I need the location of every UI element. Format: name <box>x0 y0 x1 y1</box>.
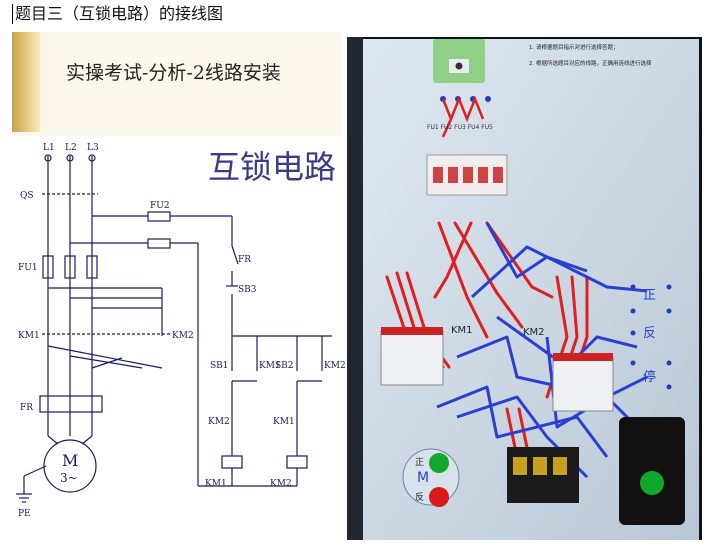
contactor-km1 <box>380 330 444 386</box>
motor-label: M <box>417 470 429 486</box>
schematic-slide: 实操考试-分析-2线路安装 互锁电路 <box>12 32 346 540</box>
forward-lamp <box>429 453 449 473</box>
fuse-labels: FU1 FU2 FU3 FU4 FU5 <box>427 124 493 131</box>
panel-label-reverse: 反 <box>643 326 656 341</box>
label-km2-hold: KM2 <box>324 361 346 371</box>
label-motor-m: M <box>62 451 78 470</box>
lamp-label-reverse: 反 <box>415 492 424 503</box>
slide-decor-band <box>12 32 40 132</box>
label-sb1: SB1 <box>210 361 229 371</box>
slide-title: 实操考试-分析-2线路安装 <box>66 62 281 84</box>
label-sb2: SB2 <box>275 361 294 371</box>
label-km1-coil: KM1 <box>205 479 227 489</box>
label-l1: L1 <box>43 143 55 153</box>
training-board-photo: 1. 请根据题目指示对进行选择答题； 2. 根据所选题目对应的线路，正确用连线进… <box>347 37 702 540</box>
reverse-lamp <box>429 487 449 507</box>
wiring-board: 1. 请根据题目指示对进行选择答题； 2. 根据所选题目对应的线路，正确用连线进… <box>347 37 702 540</box>
label-km2-interlock: KM2 <box>208 417 230 427</box>
label-km1-hold: KM1 <box>259 361 281 371</box>
label-contactor-km1: KM1 <box>451 325 473 336</box>
label-sb3: SB3 <box>238 285 257 295</box>
schematic-area: 互锁电路 <box>12 136 346 540</box>
contactor-km2 <box>552 356 614 412</box>
label-l3: L3 <box>87 143 99 153</box>
label-l2: L2 <box>65 143 77 153</box>
label-km2-main: KM2 <box>172 331 194 341</box>
label-pe: PE <box>18 509 31 519</box>
label-qs: QS <box>20 191 34 201</box>
label-km1-interlock: KM1 <box>273 417 295 427</box>
label-km1-main: KM1 <box>18 331 40 341</box>
diagram-title: 互锁电路 <box>207 148 336 186</box>
label-motor-phase: 3~ <box>60 471 78 485</box>
label-fr-contact: FR <box>238 255 251 265</box>
label-fu1: FU1 <box>18 263 38 273</box>
board-note-1: 1. 请根据题目指示对进行选择答题； <box>529 43 619 51</box>
label-fr: FR <box>20 403 33 413</box>
start-button[interactable] <box>640 471 664 495</box>
board-note-2: 2. 根据所选题目对应的线路，正确用连线进行选择 <box>529 59 652 67</box>
lamp-label-forward: 正 <box>415 458 424 468</box>
panel-label-forward: 正 <box>643 288 656 303</box>
interlock-schematic: L1 L2 L3 QS FU1 FU2 FR FR SB3 SB1 KM1 SB… <box>16 143 346 519</box>
label-contactor-km2: KM2 <box>523 327 545 338</box>
document-heading: 题目三（互锁电路）的接线图 <box>12 4 223 24</box>
label-fu2: FU2 <box>150 201 170 211</box>
label-km2-coil: KM2 <box>270 479 292 489</box>
panel-label-stop: 停 <box>643 369 656 385</box>
